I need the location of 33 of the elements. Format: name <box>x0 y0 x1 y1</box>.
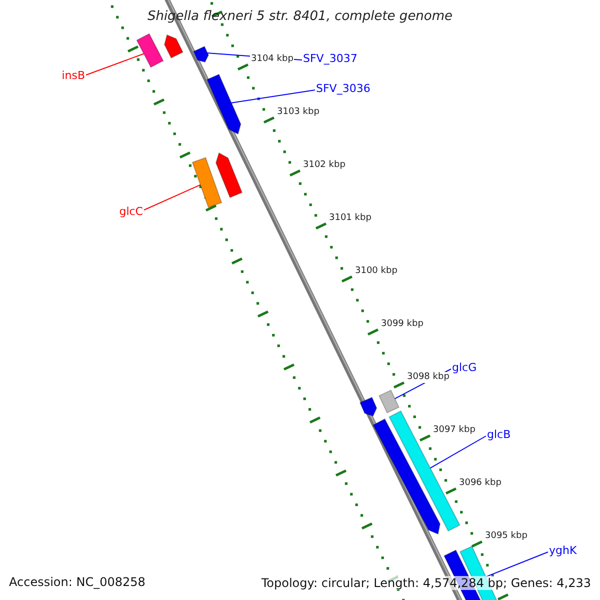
gene-block <box>359 396 378 417</box>
gene-label: insB <box>62 70 85 81</box>
scale-label: 3103 kbp <box>276 107 320 118</box>
scale-label: 3098 kbp <box>406 372 450 383</box>
gene-label: glcG <box>452 362 477 373</box>
leader-line <box>485 552 548 578</box>
scale-label: 3104 kbp <box>250 54 294 65</box>
scale-label: 3100 kbp <box>354 266 398 277</box>
gene-block <box>378 390 400 414</box>
leader-line <box>430 436 486 468</box>
leader-line <box>86 53 144 76</box>
gene-label: SFV_3037 <box>303 53 358 64</box>
scale-label: 3101 kbp <box>328 213 372 224</box>
gene-block <box>192 46 209 63</box>
gene-block <box>215 152 243 198</box>
accession-text: Accession: NC_008258 <box>9 576 146 588</box>
gene-block <box>192 157 222 208</box>
gene-block <box>206 74 242 135</box>
leader-line <box>230 90 316 104</box>
gene-label: SFV_3036 <box>316 83 370 94</box>
leader-line <box>144 184 201 210</box>
scale-label: 3095 kbp <box>484 531 528 542</box>
gene-block <box>136 33 164 68</box>
scale-label: 3099 kbp <box>380 319 424 330</box>
gene-label: glcC <box>119 206 143 217</box>
genome-info-text: Topology: circular; Length: 4,574,284 bp; Genes: 4,233 <box>261 576 591 590</box>
gene-block <box>388 410 460 532</box>
gene-label: yghK <box>549 545 577 556</box>
gene-block <box>164 34 184 59</box>
scale-label: 3097 kbp <box>432 425 476 436</box>
scale-label: 3102 kbp <box>302 160 346 171</box>
gene-label: glcB <box>487 429 511 440</box>
scale-label: 3096 kbp <box>458 478 502 489</box>
